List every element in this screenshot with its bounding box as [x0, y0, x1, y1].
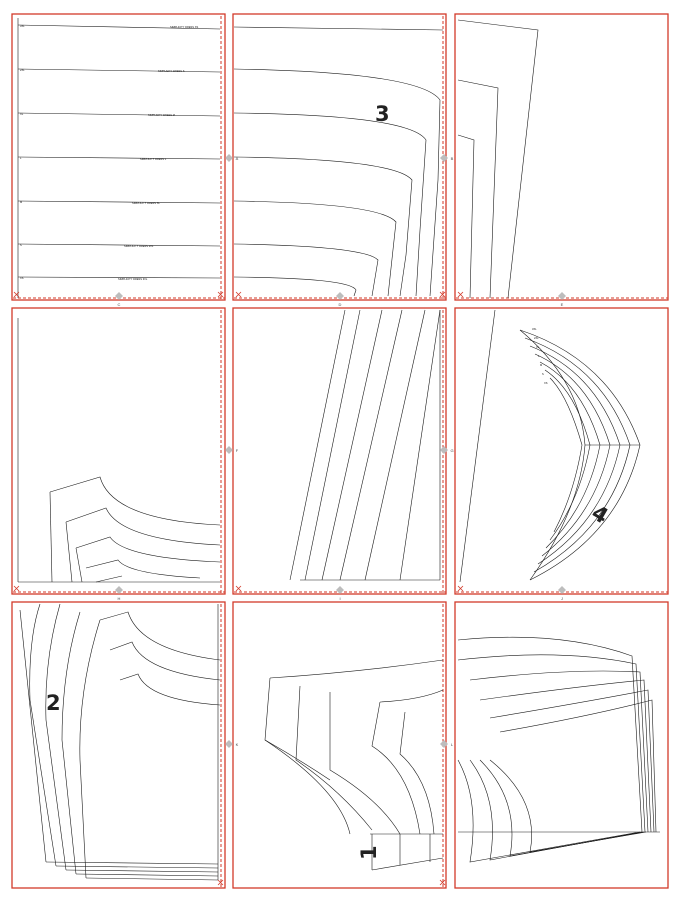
row-label: 2XL — [20, 68, 25, 72]
size-label-l: SIMPLICITY DRESS L — [140, 157, 167, 161]
scissors-icon — [13, 585, 20, 592]
join-letter: D — [339, 302, 342, 307]
fan-size-label: M — [540, 363, 542, 367]
join-letter: E — [561, 302, 564, 307]
scissors-icon — [217, 879, 224, 886]
row-label: XS — [20, 276, 24, 280]
scissors-icon — [439, 291, 446, 298]
scissors-icon — [13, 291, 20, 298]
page-frames — [11, 13, 669, 889]
row-label: 3XL — [20, 24, 25, 28]
join-letter: C — [118, 302, 121, 307]
size-labels: SIMPLICITY DRESS XS SIMPLICITY DRESS S S… — [20, 24, 548, 385]
scissors-icon — [235, 291, 242, 298]
piece-number-1: 1 — [357, 845, 381, 860]
piece-number-2: 2 — [46, 691, 61, 715]
page-frame-8 — [232, 601, 447, 889]
page-frame-2 — [232, 13, 447, 301]
fan-size-label: XL — [536, 345, 540, 349]
page-frame-3 — [454, 13, 669, 301]
size-label-m: SIMPLICITY DRESS M — [148, 113, 175, 117]
join-letter: F — [236, 448, 239, 453]
join-markers: A B C D E F G H I J K L — [115, 154, 566, 748]
row-label: S — [20, 243, 22, 247]
overlap-guides — [13, 16, 668, 887]
page-frame-6 — [454, 307, 669, 595]
fan-size-label: 3XL — [532, 327, 537, 331]
piece-numbers: 3 4 2 1 — [46, 102, 612, 860]
join-letter: G — [450, 448, 453, 453]
scissors-icon — [217, 291, 224, 298]
page-frame-5 — [232, 307, 447, 595]
fan-size-label: S — [542, 372, 544, 376]
size-label-s: SIMPLICITY DRESS S — [158, 69, 185, 73]
scissors-icon — [439, 879, 446, 886]
fan-size-label: L — [538, 354, 540, 358]
join-letter: I — [339, 596, 340, 601]
row-label: M — [20, 200, 22, 204]
fan-size-label: XS — [544, 381, 548, 385]
size-label-xs: SIMPLICITY DRESS XS — [170, 25, 198, 29]
row-label: L — [20, 156, 22, 160]
size-label-2xl: SIMPLICITY DRESS 2XL — [124, 244, 154, 248]
join-letter: H — [118, 596, 121, 601]
fan-size-label: 2XL — [534, 336, 539, 340]
join-letter: A — [236, 156, 239, 161]
join-letter: B — [451, 156, 454, 161]
page-frame-4 — [11, 307, 226, 595]
size-label-3xl: SIMPLICITY DRESS 3XL — [118, 277, 148, 281]
piece-number-4: 4 — [588, 500, 613, 528]
join-letter: K — [236, 742, 239, 747]
row-label: XL — [20, 112, 24, 116]
scissors-icons — [13, 291, 464, 886]
scissors-icon — [457, 291, 464, 298]
scissors-icon — [235, 585, 242, 592]
size-label-xl: SIMPLICITY DRESS XL — [132, 201, 160, 205]
page-frame-9 — [454, 601, 669, 889]
page-frame-7 — [11, 601, 226, 889]
pattern-lines — [17, 18, 660, 881]
scissors-icon — [457, 585, 464, 592]
page-frame-1 — [11, 13, 226, 301]
piece-number-3: 3 — [375, 102, 390, 126]
join-letter: J — [561, 596, 563, 601]
join-letter: L — [451, 742, 454, 747]
